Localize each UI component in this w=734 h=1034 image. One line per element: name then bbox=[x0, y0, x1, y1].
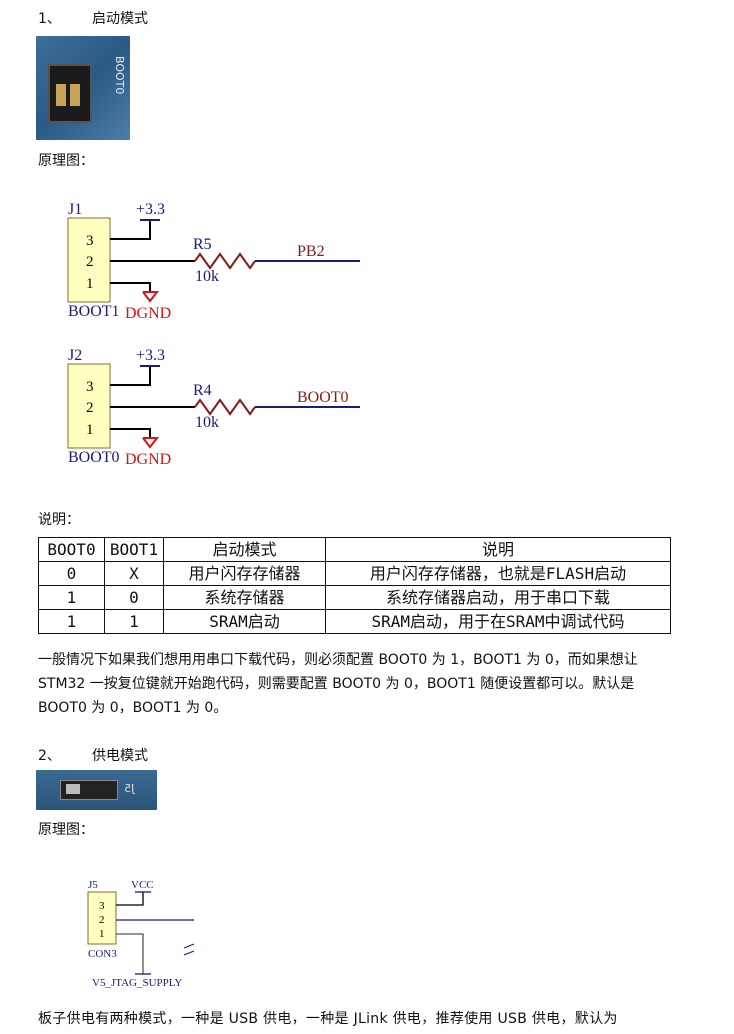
pin-label: 2 bbox=[99, 914, 105, 926]
pin-label: 1 bbox=[86, 422, 94, 438]
resistor-value: 10k bbox=[195, 268, 219, 285]
j2-connector bbox=[67, 363, 111, 449]
header-cell: 说明 bbox=[325, 537, 671, 562]
j5-circuit: J5 3 2 1 CON3 VCC V5_JTAG_SUPPLY bbox=[87, 879, 195, 989]
table-row: 0 X 用户闪存存储器 用户闪存存储器，也就是FLASH启动 bbox=[38, 561, 671, 586]
pin-label: 1 bbox=[86, 276, 94, 292]
ground-label: DGND bbox=[125, 451, 171, 468]
section-title: 供电模式 bbox=[92, 748, 148, 764]
power-explanation-paragraph: 板子供电有两种模式，一种是 USB 供电，一种是 JLink 供电，推荐使用 U… bbox=[38, 1011, 618, 1027]
table-row: 1 0 系统存储器 系统存储器启动，用于串口下载 bbox=[38, 585, 671, 610]
pin-label: 3 bbox=[86, 233, 94, 249]
schematic-label: 原理图： bbox=[38, 822, 94, 838]
pin-label: 3 bbox=[99, 900, 105, 912]
table-cell: 系统存储器 bbox=[163, 585, 326, 610]
table-cell: 1 bbox=[38, 609, 105, 634]
table-cell: 0 bbox=[104, 585, 164, 610]
table-cell: 系统存储器启动，用于串口下载 bbox=[325, 585, 671, 610]
boot-explanation-paragraph: 一般情况下如果我们想用用串口下载代码，则必须配置 BOOT0 为 1，BOOT1… bbox=[38, 652, 638, 716]
section-number: 2、 bbox=[38, 748, 61, 764]
resistor-r4 bbox=[194, 398, 256, 416]
section-title: 启动模式 bbox=[92, 11, 148, 27]
j2-circuit: J2 3 2 1 BOOT0 +3.3 R4 10k BOOT0 DGND bbox=[67, 347, 360, 468]
j5-ref: J5 bbox=[88, 879, 98, 891]
table-cell: 用户闪存存储器，也就是FLASH启动 bbox=[325, 561, 671, 586]
table-cell: X bbox=[104, 561, 164, 586]
ground-icon bbox=[142, 291, 160, 303]
table-cell: 用户闪存存储器 bbox=[163, 561, 326, 586]
resistor-r5 bbox=[194, 252, 256, 270]
j5-name: CON3 bbox=[88, 948, 117, 960]
j2-ref: J2 bbox=[68, 347, 82, 364]
schematic-label: 原理图： bbox=[38, 153, 94, 169]
header-cell: 启动模式 bbox=[163, 537, 326, 562]
table-cell: SRAM启动，用于在SRAM中调试代码 bbox=[325, 609, 671, 634]
power-label: +3.3 bbox=[136, 201, 165, 218]
pin-label: 3 bbox=[86, 379, 94, 395]
table-cell: SRAM启动 bbox=[163, 609, 326, 634]
table-cell: 1 bbox=[38, 585, 105, 610]
jumper-photo-boot: BOOT0 bbox=[36, 36, 130, 140]
pin-label: 2 bbox=[86, 400, 94, 416]
j5-connector bbox=[87, 891, 117, 945]
power-label: VCC bbox=[131, 879, 154, 891]
header-cell: BOOT0 bbox=[38, 537, 105, 562]
table-cell: 0 bbox=[38, 561, 105, 586]
pin-label: 1 bbox=[99, 928, 105, 940]
ground-icon bbox=[142, 437, 160, 449]
j1-circuit: J1 3 2 1 BOOT1 +3.3 R5 10k PB2 DGND bbox=[67, 201, 360, 322]
table-header-row: BOOT0 BOOT1 启动模式 说明 bbox=[38, 537, 671, 562]
pin-label: 2 bbox=[86, 254, 94, 270]
silk-label: J5 bbox=[124, 782, 135, 795]
resistor-ref: R5 bbox=[193, 236, 212, 253]
supply-label: V5_JTAG_SUPPLY bbox=[92, 977, 182, 989]
explain-label: 说明： bbox=[38, 512, 80, 528]
table-row: 1 1 SRAM启动 SRAM启动，用于在SRAM中调试代码 bbox=[38, 609, 671, 634]
header-cell: BOOT1 bbox=[104, 537, 164, 562]
table-cell: 1 bbox=[104, 609, 164, 634]
j2-name: BOOT0 bbox=[68, 449, 120, 466]
net-label: BOOT0 bbox=[297, 389, 349, 406]
j1-name: BOOT1 bbox=[68, 303, 120, 320]
resistor-ref: R4 bbox=[193, 382, 212, 399]
jumper-photo-power: J5 bbox=[36, 770, 157, 810]
ground-label: DGND bbox=[125, 305, 171, 322]
net-label: PB2 bbox=[297, 243, 325, 260]
section-number: 1、 bbox=[38, 11, 61, 27]
power-label: +3.3 bbox=[136, 347, 165, 364]
j1-ref: J1 bbox=[68, 201, 82, 218]
boot-mode-table: BOOT0 BOOT1 启动模式 说明 0 X 用户闪存存储器 用户闪存存储器，… bbox=[38, 537, 671, 634]
resistor-value: 10k bbox=[195, 414, 219, 431]
